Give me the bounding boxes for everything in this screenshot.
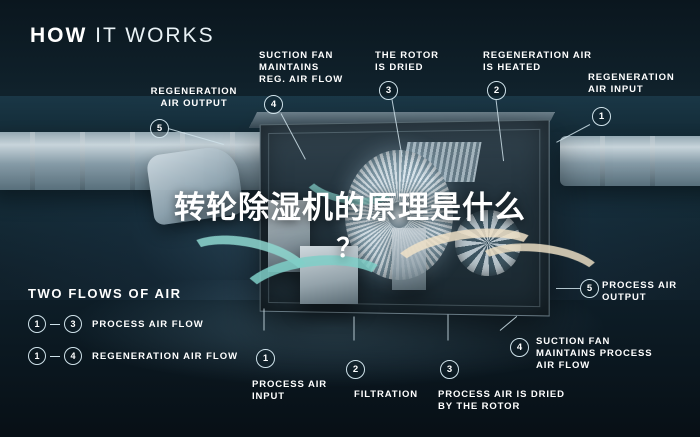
callout-rotor-dried: THE ROTOR IS DRIED: [375, 50, 439, 73]
bullet-3-process-air-dried: 3: [440, 360, 459, 379]
leader-line-2-filtration: [353, 316, 355, 341]
left-duct: [0, 132, 290, 190]
leader-line-3-dried: [447, 314, 449, 341]
bullet-1-process-air-input: 1: [256, 349, 275, 368]
bullet-5-regeneration-air-output: 5: [150, 119, 169, 138]
callout-suction-fan-reg: SUCTION FAN MAINTAINS REG. AIR FLOW: [259, 50, 344, 85]
callout-regeneration-air-heated: REGENERATION AIR IS HEATED: [483, 50, 592, 73]
legend-label-regeneration-air-flow: REGENERATION AIR FLOW: [92, 350, 239, 362]
bullet-4-suction-fan-reg: 4: [264, 95, 283, 114]
bullet-2-filtration: 2: [346, 360, 365, 379]
leader-line-5-process: [556, 288, 580, 289]
legend-title: TWO FLOWS OF AIR: [28, 286, 182, 301]
page-title: HOW IT WORKS: [30, 24, 215, 48]
leader-line-4-process: [499, 315, 518, 331]
suction-fan: [455, 210, 521, 276]
leader-line-1-process: [263, 308, 265, 331]
callout-filtration: FILTRATION: [354, 389, 419, 400]
callout-process-air-dried: PROCESS AIR IS DRIED BY THE ROTOR: [438, 389, 565, 412]
rotor-hub: [388, 202, 410, 228]
legend-row-process-air: 1 3 PROCESS AIR FLOW: [28, 315, 258, 333]
callout-suction-fan-process: SUCTION FAN MAINTAINS PROCESS AIR FLOW: [536, 336, 653, 371]
bullet-2-reg-air-heated: 2: [487, 81, 506, 100]
legend-label-process-air-flow: PROCESS AIR FLOW: [92, 318, 204, 330]
bullet-4-suction-fan-process: 4: [510, 338, 529, 357]
inlet-box: [300, 246, 358, 304]
right-duct: [560, 136, 700, 186]
page-title-thin: IT WORKS: [87, 24, 215, 47]
legend-chip-to-3: 3: [64, 315, 82, 333]
callout-process-air-output: PROCESS AIR OUTPUT: [602, 280, 678, 303]
legend-dash-2: [50, 355, 60, 357]
internal-box: [392, 228, 426, 290]
callout-regeneration-air-input: REGENERATION AIR INPUT: [588, 72, 675, 95]
legend-dash-1: [50, 323, 60, 325]
callout-process-air-input: PROCESS AIR INPUT: [252, 379, 328, 402]
page-title-bold: HOW: [30, 24, 88, 47]
bullet-1-reg-air-input: 1: [592, 107, 611, 126]
legend-row-regeneration-air: 1 4 REGENERATION AIR FLOW: [28, 347, 258, 365]
overlay-headline-line2: ？: [336, 233, 364, 263]
legend-chip-to-4: 4: [64, 347, 82, 365]
legend: TWO FLOWS OF AIR 1 3 PROCESS AIR FLOW 1 …: [28, 286, 258, 379]
overlay-headline: 转轮除湿机的原理是什么 ？: [0, 188, 700, 268]
legend-chip-from-1b: 1: [28, 347, 46, 365]
callout-regeneration-air-output: REGENERATION AIR OUTPUT: [150, 86, 238, 109]
bullet-5-process-air-output: 5: [580, 279, 599, 298]
legend-chip-from-1: 1: [28, 315, 46, 333]
bullet-3-rotor-dried: 3: [379, 81, 398, 100]
overlay-headline-line1: 转轮除湿机的原理是什么: [174, 190, 526, 225]
